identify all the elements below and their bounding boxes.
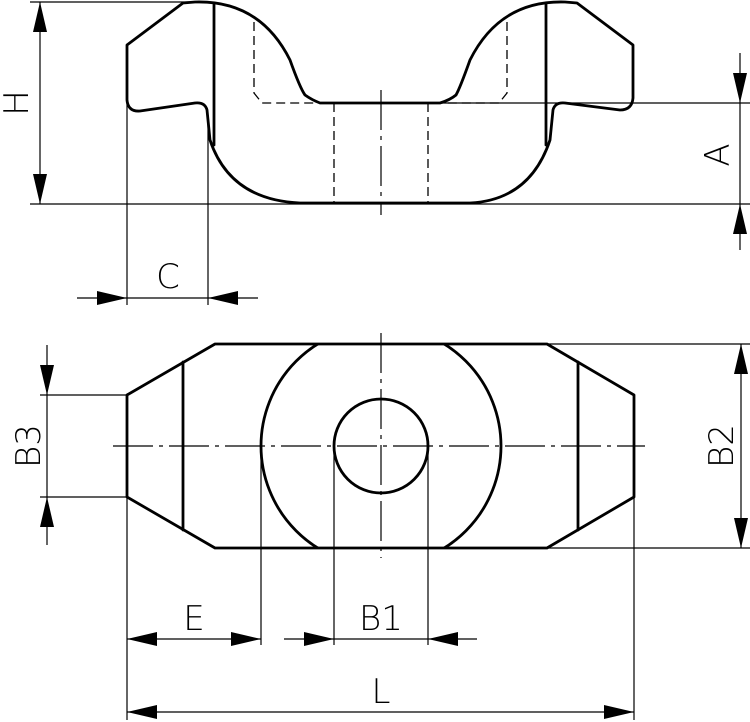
arrow-icon <box>734 344 748 374</box>
dimension-label-b1: B1 <box>359 599 403 639</box>
dimension-e: E <box>127 599 261 646</box>
arrow-icon <box>97 291 127 305</box>
arrow-icon <box>733 73 747 103</box>
dimension-b3: B3 <box>9 345 54 545</box>
arrow-icon <box>127 632 157 646</box>
arrow-icon <box>40 365 54 395</box>
arrow-icon <box>231 632 261 646</box>
dimension-a: A <box>698 53 747 250</box>
dimension-label-l: L <box>372 672 391 712</box>
arrow-icon <box>208 291 238 305</box>
arrow-icon <box>304 632 334 646</box>
dimension-label-b2: B2 <box>702 424 742 468</box>
dimension-label-h: H <box>0 90 37 116</box>
side-profile-outline <box>125 0 635 205</box>
dimension-label-b3: B3 <box>9 424 49 468</box>
arrow-icon <box>33 2 47 32</box>
dimension-l: L <box>127 672 634 719</box>
hidden-recess-right <box>442 22 508 104</box>
side-view <box>30 0 750 305</box>
arrow-icon <box>734 518 748 548</box>
arrow-icon <box>33 174 47 204</box>
dimension-c: C <box>77 257 258 305</box>
arrow-icon <box>127 705 157 719</box>
arrow-icon <box>733 204 747 234</box>
dimension-label-e: E <box>183 599 204 639</box>
dimension-b2: B2 <box>702 344 748 548</box>
dimension-b1: B1 <box>284 599 477 646</box>
dimension-h: H <box>0 2 47 204</box>
dimension-label-a: A <box>698 143 738 166</box>
hidden-recess-left <box>253 22 318 104</box>
arrow-icon <box>604 705 634 719</box>
dimension-label-c: C <box>156 257 180 297</box>
arrow-icon <box>40 497 54 527</box>
arrow-icon <box>428 632 458 646</box>
top-view <box>40 333 750 720</box>
